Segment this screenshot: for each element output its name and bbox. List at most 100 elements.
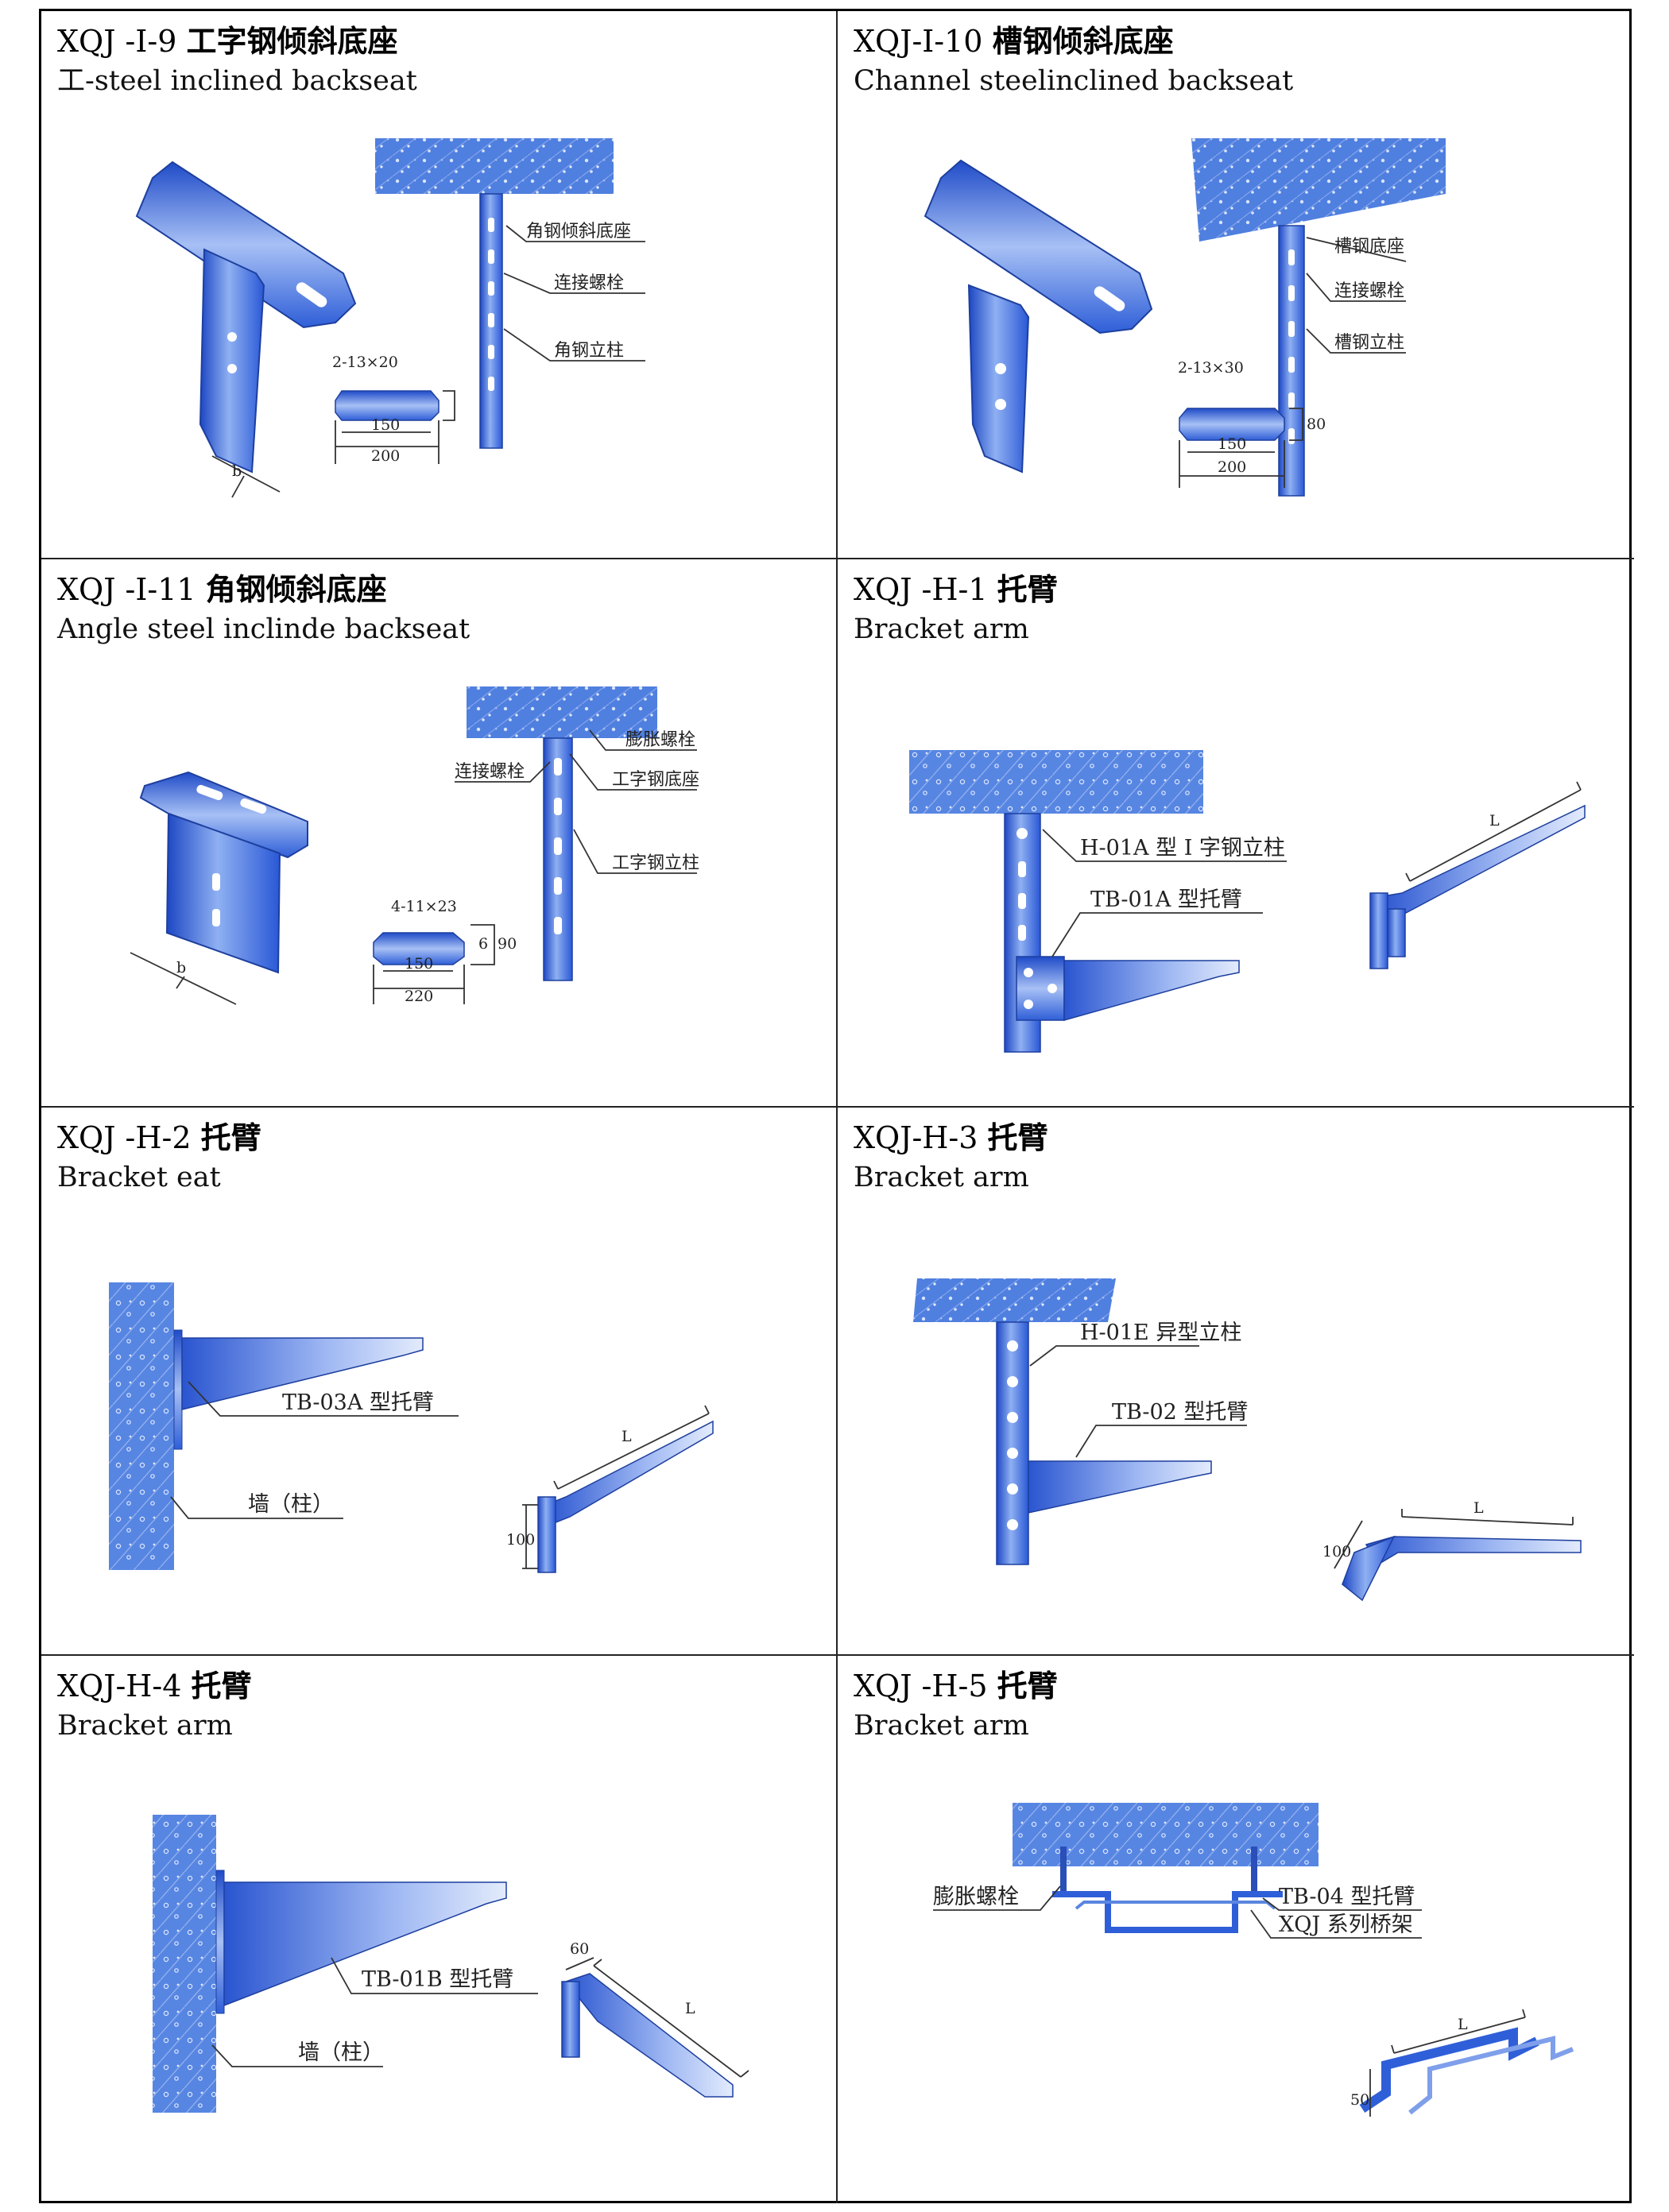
part-label-tb03a-arm: TB-03A 型托臂 [282,1390,434,1415]
plate-width-150-label: 150 [405,955,433,973]
part-label-tb04-arm: TB-04 型托臂 [1279,1885,1415,1909]
tb04-arm-shape [1052,1891,1283,1933]
post-slot-shape [488,377,494,391]
callout-line [1075,1425,1247,1458]
bracket-arm-h1-diagram: H-01A 型 I 字钢立柱 TB-01A 型托臂 L [909,750,1586,1053]
bracket-arm-h5-diagram: 膨胀螺栓 TB-04 型托臂 XQJ 系列桥架 L 50 [933,1803,1574,2117]
height-dimension-label: 50 [1350,2091,1369,2109]
product-title: XQJ -H-2 托臂 [57,1120,261,1156]
length-dimension-label: L [622,1428,632,1445]
bracket-arm-h2-diagram: TB-03A 型托臂 墙（柱） L 100 [109,1282,714,1573]
ceiling-concrete-shape [375,138,614,194]
callout-line [933,1885,1061,1911]
plate-slot-shape [296,282,327,307]
product-name-en: 工-steel inclined backseat [57,65,417,97]
length-dimension-label: L [1473,1499,1484,1517]
product-name-cn: 托臂 [997,1668,1058,1703]
catalog-grid: XQJ -I-9 工字钢倾斜底座 工-steel inclined backse… [39,9,1634,2203]
isometric-arm-edge-shape [1408,2036,1574,2115]
ceiling-concrete-shape [913,1278,1116,1322]
wall-plate-shape [215,1870,225,2014]
product-name-cn: 托臂 [191,1668,252,1703]
product-name-en: Bracket arm [854,613,1029,645]
product-name-en: Bracket arm [854,1162,1029,1193]
ceiling-concrete-shape [909,750,1203,814]
post-slot-shape [1288,357,1295,373]
plate-width-200-label: 200 [371,447,400,465]
width-dimension-line [130,952,237,1005]
plate-height-line [443,390,455,421]
bracket-hole-shape [1024,1000,1033,1009]
length-dimension-label: L [685,2000,695,2017]
ceiling-concrete-shape [1191,138,1446,242]
product-name-cn: 角钢倾斜底座 [205,571,387,607]
callout-line [503,328,645,362]
callout-line [1262,1897,1422,1911]
product-name-cn: 托臂 [987,1120,1048,1155]
product-code: XQJ -I-11 [57,572,206,607]
bracket-arm-h4-diagram: TB-01B 型托臂 墙（柱） L 60 [153,1815,749,2113]
part-label-bolt: 连接螺栓 [455,762,525,782]
post-hole-shape [1007,1340,1018,1352]
base-plate-shape [373,932,465,965]
product-code: XQJ -H-2 [57,1120,201,1155]
product-name-en: Bracket eat [57,1162,221,1193]
i-beam-column-shape [165,812,281,974]
plate-dimension-lines [335,420,440,464]
product-cell-xqj-h-1: XQJ -H-1 托臂 Bracket arm H-01A 型 I 字钢立柱 T… [838,559,1634,1108]
column-shape [199,248,265,474]
bracket-hole-shape [1047,984,1057,993]
product-title: XQJ-H-3 托臂 [854,1120,1048,1156]
part-label-angle-column: 角钢立柱 [554,341,624,361]
column-hole-shape [995,363,1006,374]
ceiling-concrete-shape [467,686,657,738]
product-code: XQJ -I-9 [57,24,187,59]
product-code: XQJ -H-5 [854,1669,997,1703]
length-dimension-line [553,1405,710,1490]
bracket-arm-shape [223,1881,507,2007]
column-slot-shape [212,909,220,926]
isometric-arm-mount-shape [537,1496,556,1573]
expansion-bolt-shape [1060,1847,1067,1894]
post-slot-shape [554,917,562,934]
length-dimension-label: L [1458,2016,1468,2033]
length-dimension-line [1401,1509,1574,1526]
post-slot-shape [488,249,494,264]
width-dimension-line [211,455,281,498]
plate-height-label: 80 [1307,416,1326,433]
part-label-expansion-bolt: 膨胀螺栓 [625,730,695,750]
height-dimension-line [522,1504,538,1569]
callout-line [1042,829,1287,862]
isometric-arm-mount-shape [1387,908,1406,957]
part-label-tb02-arm: TB-02 型托臂 [1112,1400,1248,1425]
part-label-i-beam-post: H-01A 型 I 字钢立柱 [1080,836,1285,860]
product-name-cn: 工字钢倾斜底座 [186,23,398,59]
post-slot-shape [1288,321,1295,337]
isometric-arm-shape [1365,1536,1582,1566]
part-label-expansion-bolt: 膨胀螺栓 [933,1885,1019,1909]
plate-slot-shape [1094,286,1125,311]
callout-line [331,1957,538,1994]
hole-spec-label: 4-11×23 [391,898,457,915]
product-code: XQJ-I-10 [854,24,993,59]
length-dimension-line [1405,781,1582,882]
post-slot-shape [488,345,494,359]
post-slot-shape [1288,285,1295,301]
callout-line [211,2044,383,2067]
height-dimension-line [1334,1520,1363,1569]
plate-width-150-label: 150 [371,416,400,434]
isometric-arm-shape [564,1973,734,2098]
callout-line [1306,273,1406,302]
product-name-en: Angle steel inclinde backseat [57,613,470,645]
post-slot-shape [1288,393,1295,408]
plate-slot-shape [196,784,223,801]
part-label-h01e-post: H-01E 异型立柱 [1080,1321,1241,1345]
post-slot-shape [488,218,494,232]
callout-line [1029,1345,1199,1367]
width-dimension-label: b [176,959,186,976]
product-title: XQJ-H-4 托臂 [57,1669,252,1704]
part-label-tb01a-arm: TB-01A 型托臂 [1090,888,1242,912]
post-slot-shape [1288,428,1295,444]
channel-backseat-diagram: 槽钢底座 连接螺栓 槽钢立柱 2-13×30 150 200 80 [924,138,1446,497]
part-label-i-beam-base: 工字钢底座 [612,770,699,790]
